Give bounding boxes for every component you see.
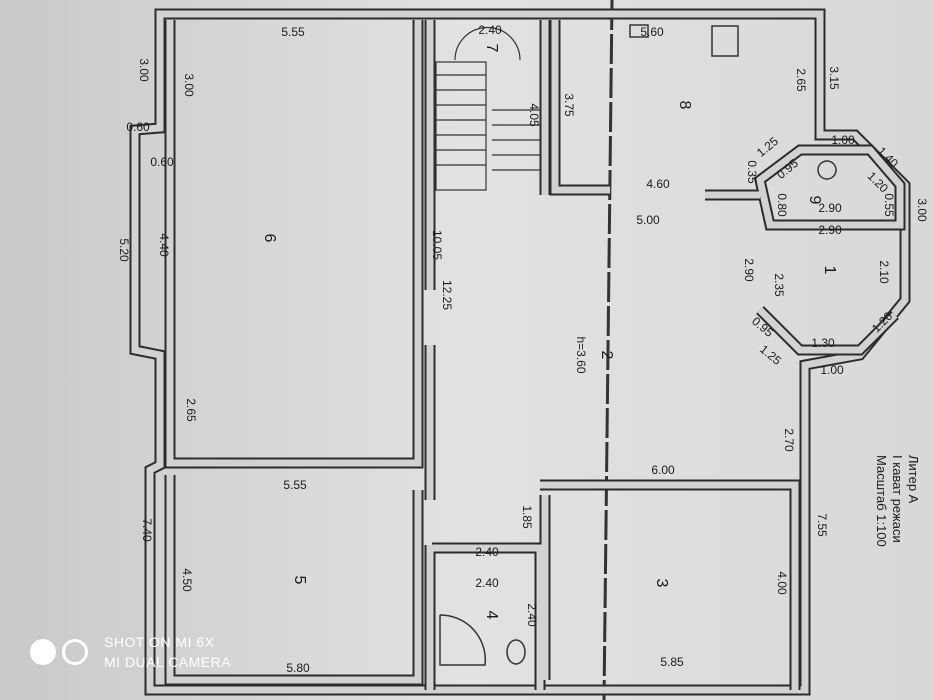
fold-line	[602, 0, 614, 700]
dimension-label: 5.20	[117, 238, 131, 262]
fixtures	[439, 24, 837, 666]
legend-line2: I кават режаси	[890, 455, 905, 543]
stairs	[435, 26, 540, 191]
ceiling-height: h=3.60	[574, 336, 588, 373]
dimension-label: 0.35	[745, 160, 759, 184]
dimension-label: 3.00	[137, 58, 151, 82]
dimension-label: 5.55	[283, 478, 307, 492]
stove-icon	[711, 25, 739, 57]
dimension-label: 2.90	[818, 201, 842, 215]
dimension-label: 4.60	[646, 177, 670, 191]
dimension-label: 5.55	[281, 25, 305, 39]
room-number: 3	[653, 579, 670, 588]
dimension-label: 0.80	[775, 193, 789, 217]
camera-watermark: SHOT ON MI 6X MI DUAL CAMERA	[30, 632, 231, 672]
dimension-label: 0.60	[126, 120, 150, 134]
room-number: 4	[483, 611, 500, 620]
dimension-label: 4.40	[157, 233, 171, 257]
dimension-label: 3.00	[182, 73, 196, 97]
sink-icon	[629, 24, 649, 38]
legend: Литер А I кават режаси Масштаб 1:100	[874, 455, 921, 547]
watermark-ring-icon	[62, 639, 88, 665]
dimension-label: 2.10	[877, 260, 891, 284]
dimension-label: 2.40	[525, 603, 539, 627]
dimension-label: 2.90	[742, 258, 756, 282]
room-number: 8	[676, 101, 693, 110]
legend-line3: Масштаб 1:100	[874, 455, 889, 547]
dimension-label: 1.00	[831, 133, 855, 147]
dimension-label: 0.55	[882, 193, 896, 217]
shower-icon	[439, 614, 487, 666]
dimension-label: 4.05	[527, 103, 541, 127]
dimension-label: 12.25	[440, 280, 454, 310]
legend-line1: Литер А	[906, 455, 921, 504]
dimension-label: 1.85	[520, 505, 534, 529]
dimension-label: 5.85	[660, 655, 684, 669]
dimension-label: 0.60	[150, 155, 174, 169]
dimension-label: 10.05	[430, 230, 444, 260]
watermark-line2: MI DUAL CAMERA	[104, 654, 232, 670]
dimension-label: 5.80	[286, 661, 310, 675]
dimension-label: 2.70	[782, 428, 796, 452]
dimension-label: 7.40	[140, 518, 154, 542]
dimension-label: 3.15	[827, 66, 841, 90]
room-number: 6	[261, 234, 278, 243]
dimension-label: 3.00	[915, 198, 929, 222]
dimension-label: 5.60	[640, 25, 664, 39]
dimension-label: 4.00	[775, 571, 789, 595]
room-number: 9	[806, 196, 823, 205]
dimension-label: 2.65	[184, 398, 198, 422]
walls	[129, 8, 911, 696]
room-number: 2	[598, 351, 615, 360]
dimension-label: 2.90	[818, 223, 842, 237]
room-number: 7	[483, 44, 500, 53]
dimension-label: 1.30	[811, 336, 835, 350]
dimension-label: 2.40	[475, 545, 499, 559]
toilet-icon	[506, 639, 526, 665]
dimension-label: 2.40	[478, 23, 502, 37]
dimension-label: 2.35	[772, 273, 786, 297]
room-number: 1	[821, 266, 838, 275]
dimension-label: 4.50	[180, 568, 194, 592]
watermark-dot-icon	[30, 639, 56, 665]
dimension-label: 1.00	[820, 363, 844, 377]
boiler-icon	[817, 160, 837, 180]
dimension-label: 2.40	[475, 576, 499, 590]
room-number: 5	[291, 576, 308, 585]
watermark-line1: SHOT ON MI 6X	[104, 634, 215, 650]
dimension-label: 2.65	[794, 68, 808, 92]
dimension-label: 5.00	[636, 213, 660, 227]
dimension-label: 3.75	[562, 93, 576, 117]
dimension-label: 6.00	[651, 463, 675, 477]
dimension-label: 7.55	[815, 513, 829, 537]
